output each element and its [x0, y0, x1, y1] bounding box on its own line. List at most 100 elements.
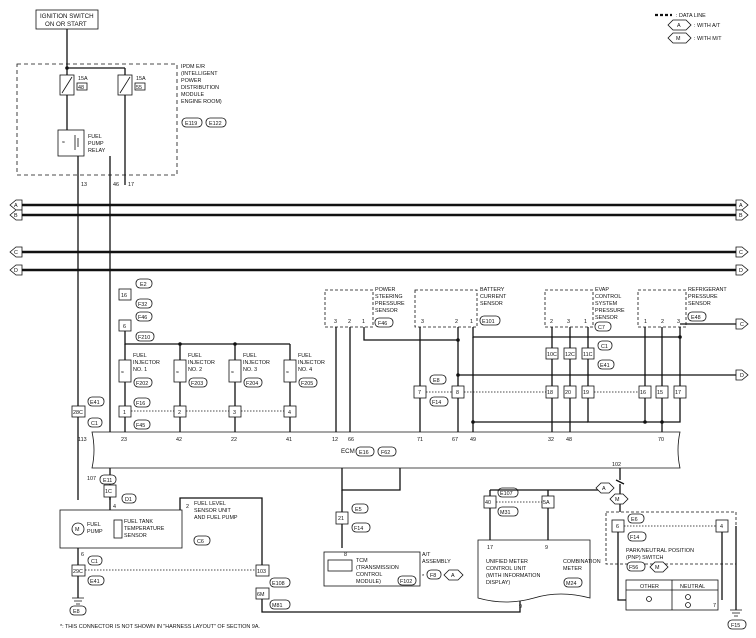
- fuse1-amp: 15A: [78, 76, 88, 82]
- conn-f205: F205: [301, 381, 313, 387]
- legend-a-tag: A: [677, 23, 681, 29]
- conn-f14b: F14: [354, 526, 363, 532]
- conn-f202: F202: [136, 381, 148, 387]
- bus-tag-b-right: B: [739, 213, 743, 219]
- injector-3-coil-icon: ≈: [231, 370, 234, 376]
- at-asm-l1: A/T: [422, 552, 431, 558]
- pnp-tag-a: A: [602, 486, 606, 492]
- injector-4-l1: FUEL: [298, 353, 312, 359]
- relay-label-2: PUMP: [88, 141, 104, 147]
- pin-103: 103: [257, 569, 266, 575]
- rf-pin-3: 3: [677, 319, 680, 325]
- ecm-pin-70: 70: [658, 437, 664, 443]
- pin-inj4: 4: [288, 410, 291, 416]
- ecm-label: ECM: [341, 448, 355, 455]
- unified-meter: 40 E107 M31 5A 17 9 UNIFIED METER CONTRO…: [477, 487, 612, 610]
- ev-label-3: SYSTEM: [595, 301, 618, 307]
- injector-2-l3: NO. 2: [188, 367, 202, 373]
- ecm-pin-22: 22: [231, 437, 237, 443]
- injector-2-l1: FUEL: [188, 353, 202, 359]
- um-l4: DISPLAY): [486, 580, 510, 586]
- ipdm-label-6: ENGINE ROOM): [181, 99, 222, 105]
- pin-18: 18: [547, 390, 553, 396]
- conn-c6: C6: [197, 539, 204, 545]
- fuel-level-l3: AND FUEL PUMP: [194, 515, 238, 521]
- conn-e2: E2: [140, 282, 147, 288]
- ev-label-2: CONTROL: [595, 294, 621, 300]
- conn-e5: E5: [355, 507, 362, 513]
- pin-1c: 1C: [105, 489, 112, 495]
- ipdm-er: 15A 48 15A 55 ≈ FUEL PUMP RELAY IPDM E/R…: [16, 63, 227, 500]
- injector-1-coil-icon: ≈: [121, 370, 124, 376]
- pin-6: 6: [123, 324, 126, 330]
- ignition-line1: IGNITION SWITCH: [40, 13, 94, 20]
- conn-e16: E16: [359, 450, 369, 456]
- injector-2: ≈ FUEL INJECTOR NO. 2 F203 2: [173, 344, 215, 432]
- um-l2: CONTROL UNIT: [486, 566, 527, 572]
- pnp-switch: 102 A M 6 4 E6 F14 PARK/NEUTRAL POSITION…: [595, 462, 747, 630]
- conn-e108: E108: [272, 581, 285, 587]
- refrigerant-pressure-sensor: REFRIGERANT PRESSURE SENSOR E48 1 2 3 C: [637, 287, 749, 432]
- conn-f32: F32: [138, 302, 147, 308]
- relay-label-3: RELAY: [88, 148, 106, 154]
- ev-label-1: EVAP: [595, 287, 609, 293]
- pin-21: 21: [338, 516, 344, 522]
- tcm-l3: CONTROL: [356, 572, 382, 578]
- um-pin-9: 9: [545, 545, 548, 551]
- injector-2-coil-icon: ≈: [176, 370, 179, 376]
- injector-1-l2: INJECTOR: [133, 360, 160, 366]
- ipdm-label-2: (INTELLIGENT: [181, 71, 218, 77]
- conn-e41: E41: [90, 400, 100, 406]
- tcm-l2: (TRANSMISSION: [356, 565, 399, 571]
- injector-3-l3: NO. 3: [243, 367, 257, 373]
- rf-label-2: PRESSURE: [688, 294, 718, 300]
- conn-f45: F45: [136, 423, 145, 429]
- power-steering-sensor: POWER STEERING PRESSURE SENSOR F46 3 2 1: [324, 287, 458, 432]
- conn-f102: F102: [400, 579, 412, 585]
- pnp-l1: PARK/NEUTRAL POSITION: [626, 548, 694, 554]
- footnote: *: THIS CONNECTOR IS NOT SHOWN IN "HARNE…: [60, 624, 260, 630]
- conn-f16: F16: [136, 401, 145, 407]
- conn-e6: E6: [631, 517, 638, 523]
- ipdm-pin17: 17: [128, 182, 134, 188]
- conn-f8: F8: [430, 573, 436, 579]
- pnp-other: OTHER: [640, 584, 659, 590]
- pin-8: 8: [456, 390, 459, 396]
- conn-e41b: E41: [600, 363, 610, 369]
- ipdm-label-4: DISTRIBUTION: [181, 85, 219, 91]
- injector-3-l2: INJECTOR: [243, 360, 270, 366]
- injector-3-l1: FUEL: [243, 353, 257, 359]
- um-pin-9b: 9: [519, 604, 522, 610]
- rf-pin-2: 2: [661, 319, 664, 325]
- pnp-pin-6: 6: [616, 524, 619, 530]
- pnp-tag-m2: M: [655, 565, 660, 571]
- tcm: 21 E5 F14 8 TCM (TRANSMISSION CONTROL MO…: [323, 468, 464, 587]
- fuel-pump-motor-icon: M: [75, 527, 80, 533]
- pin-16b: 16: [640, 390, 646, 396]
- pin-16: 16: [121, 293, 127, 299]
- conn-f14d: F14: [630, 535, 639, 541]
- at-asm-l2: ASSEMBLY: [422, 559, 451, 565]
- pin-7: 7: [418, 390, 421, 396]
- injector-3: ≈ FUEL INJECTOR NO. 3 F204 3: [228, 344, 270, 432]
- pin-28c: 28C: [73, 410, 83, 416]
- pin-10c: 10C: [547, 352, 557, 358]
- ecm-pin-41: 41: [286, 437, 292, 443]
- fuse2-no: 55: [136, 85, 142, 91]
- fuel-level-sensor-unit: 107 E11 1C D1 4 2 M FUEL PUMP FUEL TANK …: [59, 474, 521, 616]
- fuse2-amp: 15A: [136, 76, 146, 82]
- tcm-l4: MODULE): [356, 579, 381, 585]
- bus-tag-c-left: C: [14, 250, 18, 256]
- ignition-line2: ON OR START: [45, 21, 87, 28]
- conn-f46b: F46: [378, 321, 387, 327]
- ecm-pin-23: 23: [121, 437, 127, 443]
- conn-m81: M81: [272, 603, 283, 609]
- ipdm-conn1: E119: [185, 121, 197, 127]
- legend: : DATA LINE A : WITH A/T M : WITH M/T: [655, 13, 722, 44]
- pin-19: 19: [583, 390, 589, 396]
- ps-pin-3: 3: [334, 319, 337, 325]
- ignition-switch: IGNITION SWITCH ON OR START: [35, 9, 99, 30]
- ev-label-5: SENSOR: [595, 315, 618, 321]
